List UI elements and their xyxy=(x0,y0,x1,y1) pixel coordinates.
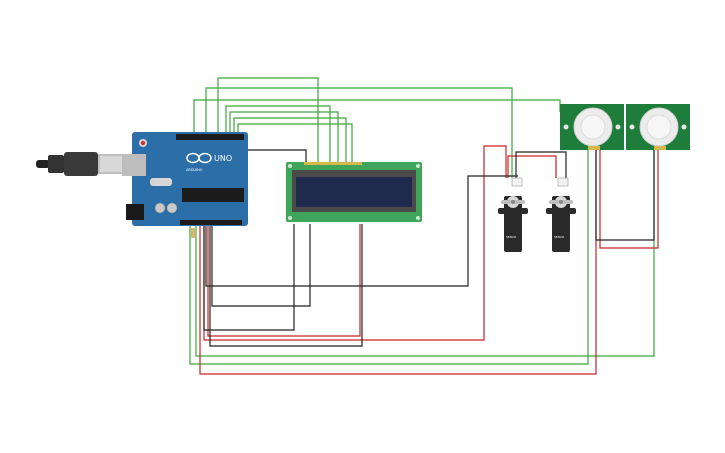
wire-green-1[interactable] xyxy=(217,77,319,164)
atmega-chip xyxy=(182,188,244,202)
usb-cable xyxy=(36,152,124,176)
power-jack xyxy=(126,204,144,220)
usb-port xyxy=(122,154,146,176)
wire-green-2[interactable] xyxy=(205,87,513,178)
wire-black-2[interactable] xyxy=(205,175,518,287)
wire-green-8[interactable] xyxy=(189,150,589,365)
wires xyxy=(189,77,659,375)
analog-header xyxy=(180,220,242,225)
resistor[interactable] xyxy=(191,228,195,238)
wire-black-5[interactable] xyxy=(211,224,311,307)
pir-sensor-1[interactable] xyxy=(560,104,624,150)
wire-black-7[interactable] xyxy=(595,150,655,241)
wire-red-3[interactable] xyxy=(207,224,361,337)
lcd-16x2-display[interactable] xyxy=(286,162,422,222)
arduino-uno-board[interactable]: UNO ARDUINO xyxy=(122,132,248,226)
arduino-logo-icon xyxy=(186,152,212,164)
servo-2-label: SERVO xyxy=(554,235,565,239)
lcd-screen xyxy=(296,177,412,207)
lcd-pin-header xyxy=(304,162,362,165)
servo-motor-1[interactable]: SERVO xyxy=(498,177,528,252)
wire-red-4[interactable] xyxy=(507,155,557,178)
servo-motor-2[interactable]: SERVO xyxy=(546,177,576,252)
board-brand-label: ARDUINO xyxy=(186,168,203,172)
capacitor-1 xyxy=(154,202,166,214)
crystal xyxy=(150,178,172,186)
wire-red-5[interactable] xyxy=(599,150,659,249)
board-model-label: UNO xyxy=(214,154,232,163)
servo-1-label: SERVO xyxy=(506,235,517,239)
capacitor-2 xyxy=(166,202,178,214)
digital-header xyxy=(176,134,244,140)
wire-green-6[interactable] xyxy=(233,117,347,164)
wire-black-4[interactable] xyxy=(209,224,363,347)
wire-red-1[interactable] xyxy=(199,150,597,375)
pir-sensor-2[interactable] xyxy=(626,104,690,150)
wire-green-4[interactable] xyxy=(225,105,331,164)
wire-black-6[interactable] xyxy=(515,151,567,178)
wire-green-7[interactable] xyxy=(237,123,353,164)
wire-green-9[interactable] xyxy=(195,150,655,357)
wire-green-5[interactable] xyxy=(229,111,339,164)
wire-black-3[interactable] xyxy=(203,224,295,331)
